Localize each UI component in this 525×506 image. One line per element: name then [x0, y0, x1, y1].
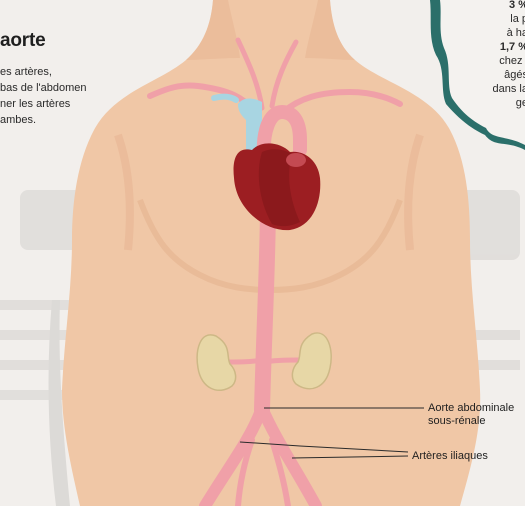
intro-paragraph: es artères, bas de l'abdomen ner les art… — [0, 64, 120, 128]
side-note-line: dans la — [438, 82, 525, 96]
side-note-line: 3 % — [438, 0, 525, 12]
heart-highlight — [286, 153, 306, 167]
label-iliac-arteries: Artères iliaques — [412, 450, 488, 463]
side-note-line: la p — [438, 12, 525, 26]
side-note-line: âgés — [438, 68, 525, 82]
label-abdominal-line1: Aorte abdominale — [428, 402, 514, 415]
section-title: aorte — [0, 30, 45, 52]
renal-arteries — [228, 360, 298, 362]
side-note-line: à ha — [438, 26, 525, 40]
intro-line: bas de l'abdomen — [0, 80, 120, 96]
side-note-line: ge — [438, 96, 525, 110]
intro-line: es artères, — [0, 64, 120, 80]
side-note-line: chez l — [438, 54, 525, 68]
intro-line: ambes. — [0, 112, 120, 128]
abdominal-aorta — [262, 200, 268, 410]
side-note-line: 1,7 % — [438, 40, 525, 54]
label-abdominal-line2: sous-rénale — [428, 415, 514, 428]
intro-line: ner les artères — [0, 96, 120, 112]
side-note: 3 % la p à ha 1,7 % chez l âgés dans la … — [438, 0, 525, 110]
label-abdominal-aorta: Aorte abdominale sous-rénale — [428, 402, 514, 428]
